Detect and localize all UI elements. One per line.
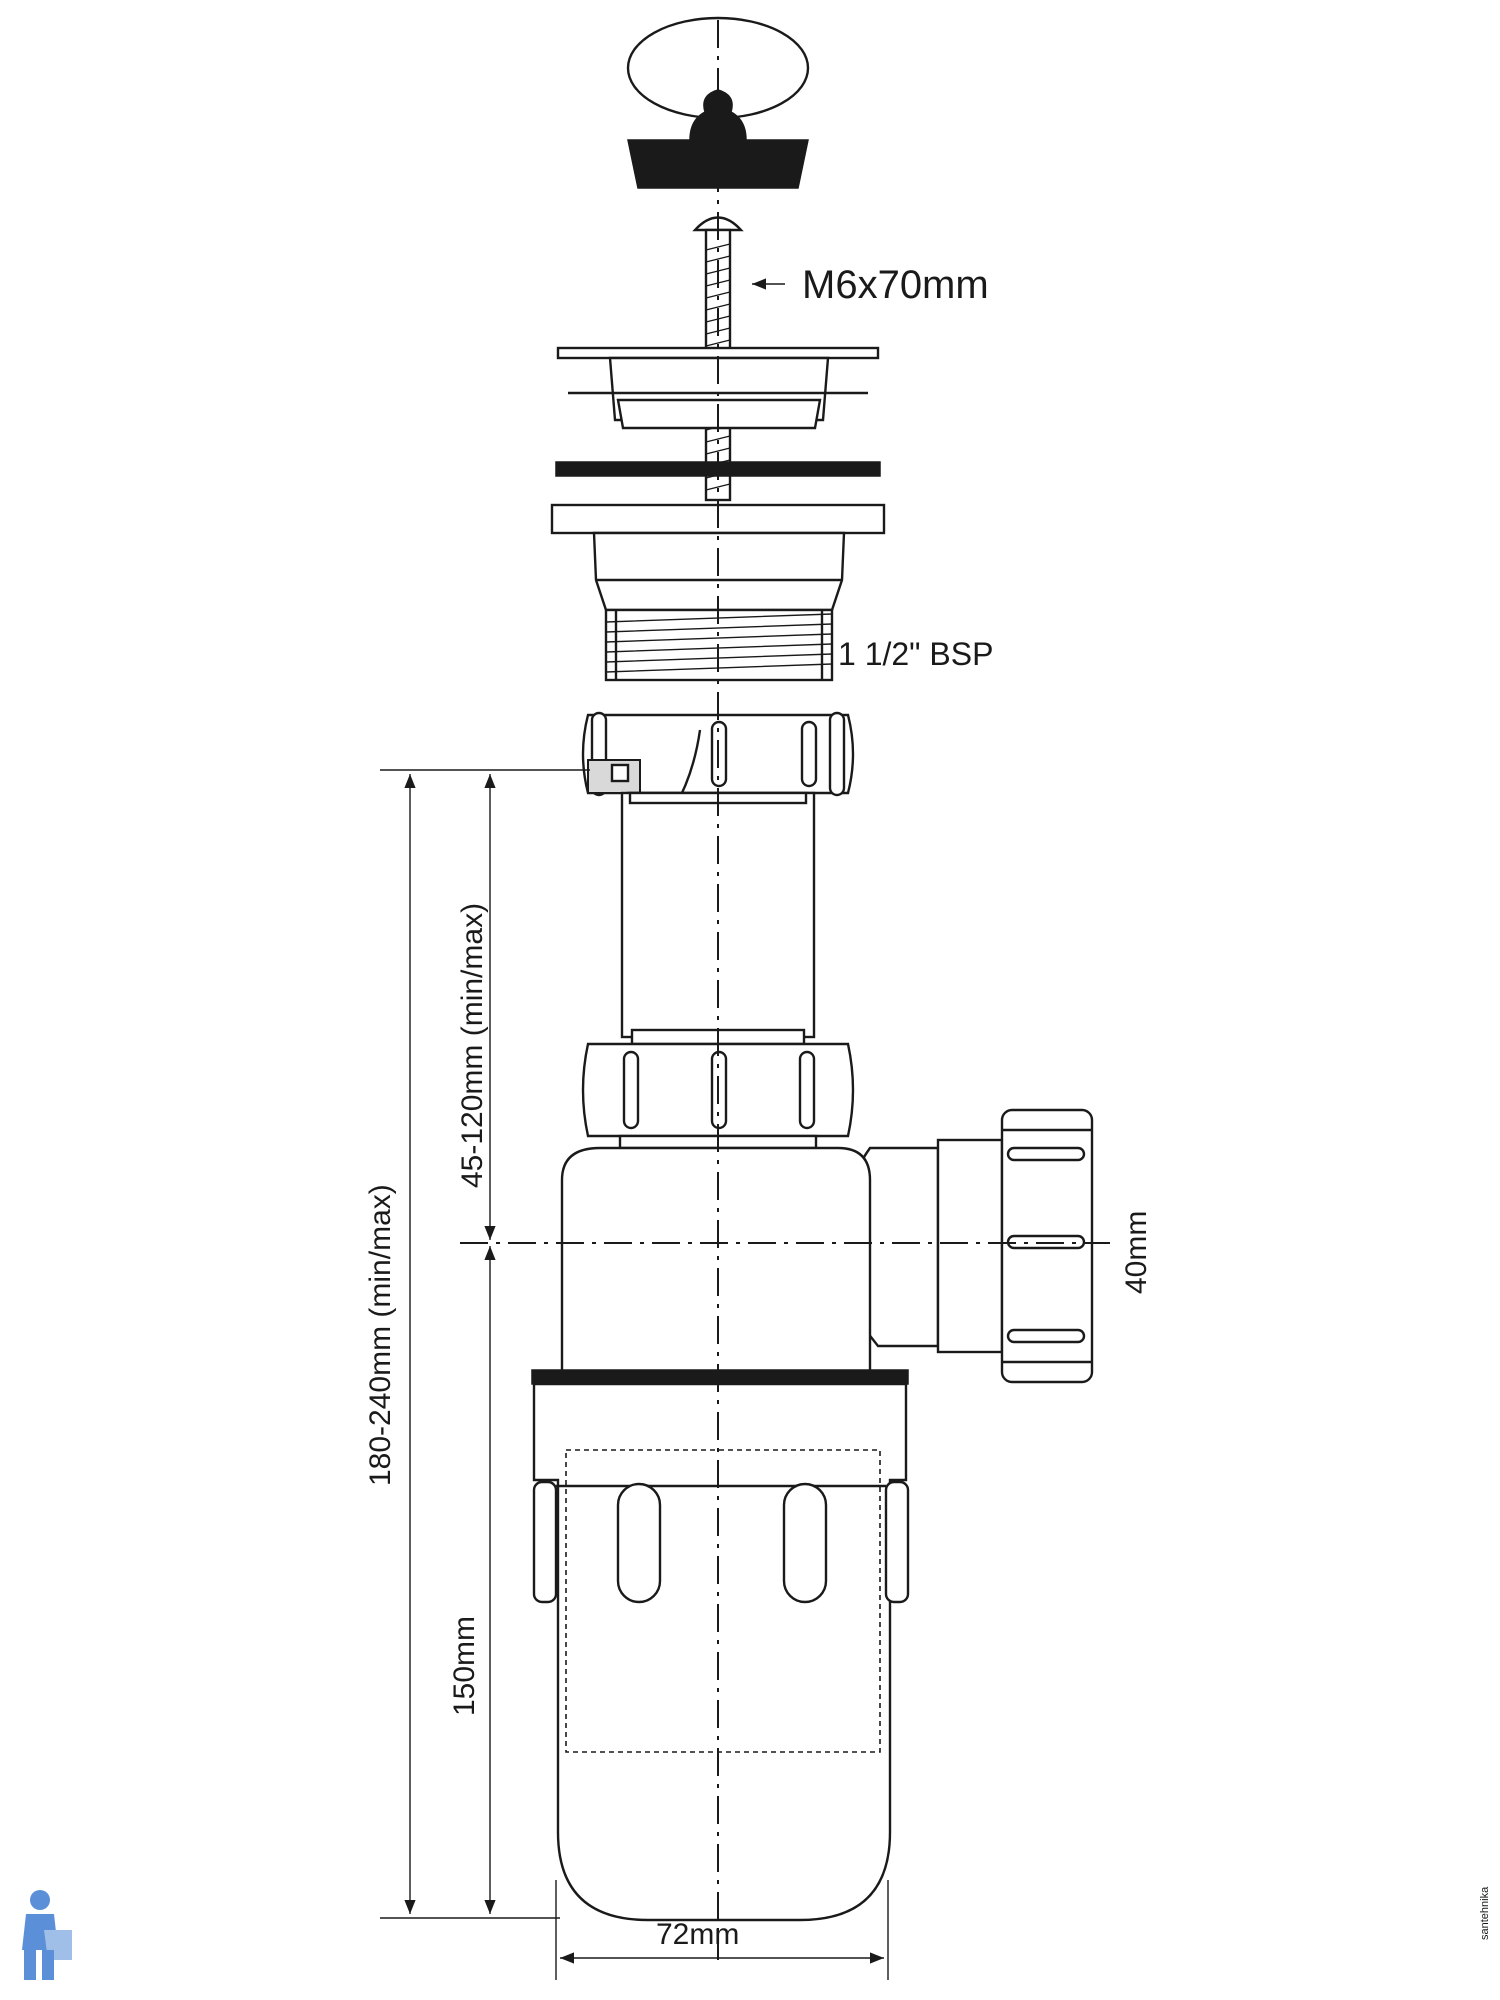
- width-label: 72mm: [656, 1918, 739, 1951]
- side-outlet: [836, 1108, 1094, 1384]
- plumber-logo: [22, 1890, 72, 1980]
- adjust-height-label: 45-120mm (min/max): [456, 903, 489, 1188]
- bottle-cup: [532, 1382, 910, 1922]
- dim-width: [555, 1880, 889, 1980]
- trap-body: [531, 1146, 909, 1385]
- dim-total-height: [380, 769, 590, 1919]
- outlet-label: 40mm: [1120, 1211, 1153, 1294]
- bolt-label: M6x70mm: [802, 263, 989, 307]
- thread-label: 1 1/2" BSP: [838, 636, 993, 672]
- total-height-label: 180-240mm (min/max): [364, 1184, 397, 1486]
- inner-cup-dashed: [565, 1449, 881, 1753]
- bottle-height-label: 150mm: [448, 1616, 481, 1716]
- watermark: santehnika: [1479, 1886, 1491, 1940]
